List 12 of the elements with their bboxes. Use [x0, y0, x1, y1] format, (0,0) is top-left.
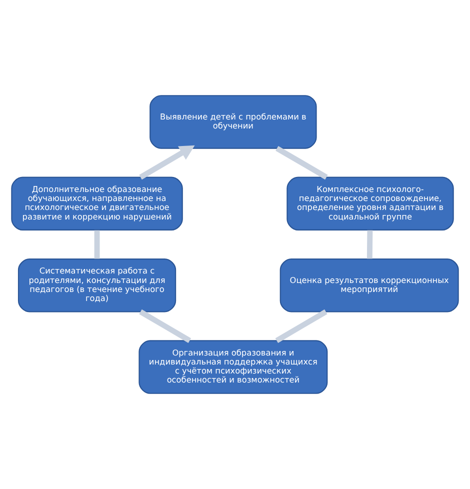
node-box: Систематическая работа с родителями, консультации для педагогов (в течение учебного года) — [18, 258, 176, 312]
connector — [275, 309, 328, 343]
connector — [276, 146, 328, 180]
node-box: Организация образования и индивидуальная поддержка учащихся с учётом психофизических особенностей и возможностей — [138, 340, 328, 394]
node-box: Дополнительное образование обучающихся, направленное на психологическое и двигательное развитие и коррекцию нарушений — [11, 176, 183, 231]
connector — [366, 230, 373, 259]
node-box: Выявление детей с проблемами в обучении — [150, 95, 317, 149]
node-box: Комплексное психолого-педагогическое сопровождение, определение уровня адаптации в социальной группе — [286, 176, 454, 231]
connector — [139, 309, 192, 343]
node-box: Оценка результатов коррекционных мероприятий — [280, 258, 459, 312]
connector — [94, 230, 100, 259]
arrow — [139, 145, 195, 180]
